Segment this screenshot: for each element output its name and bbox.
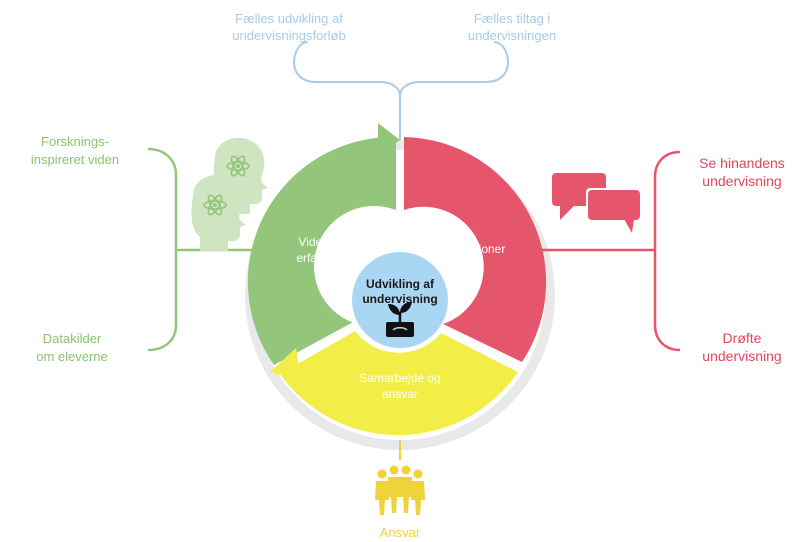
segment-red-label: Refleksioner (439, 242, 506, 256)
top-left-line1: Fælles udvikling af (235, 11, 343, 26)
right-top-line1: Se hinandens (699, 155, 785, 171)
heads-with-atom-icon (191, 137, 268, 251)
plant-sprout-icon (386, 302, 414, 337)
segment-green[interactable] (247, 136, 396, 365)
bottom-label: Ansvar (380, 525, 421, 540)
right-top-line2: undervisning (702, 173, 781, 189)
left-top-line1: Forsknings- (41, 134, 109, 149)
top-bracket (292, 41, 510, 140)
center-title-line1: Udvikling af (366, 277, 435, 291)
top-right-line1: Fælles tiltag i (474, 11, 551, 26)
segment-red[interactable] (404, 137, 547, 362)
right-bracket (530, 150, 681, 352)
center-circle (352, 252, 448, 348)
top-right-line2: undervisningen (468, 28, 556, 43)
segment-yellow-label-line1: Samarbejde og (359, 371, 440, 385)
left-bottom-line2: om eleverne (36, 349, 108, 364)
segment-yellow[interactable] (280, 331, 518, 436)
segment-green-label-line1: Viden og (298, 235, 345, 249)
right-bottom-line2: undervisning (702, 348, 781, 364)
left-bottom-line1: Datakilder (43, 331, 102, 346)
right-bottom-line1: Drøfte (723, 330, 762, 346)
segment-green-label-line2: erfaringer (296, 251, 347, 265)
group-of-people-icon (375, 465, 425, 515)
center-title-line2: undervisning (362, 292, 437, 306)
top-left-line2: undervisningsforløb (232, 28, 345, 43)
arrow-yellow-icon (270, 348, 301, 380)
arrow-green-icon (378, 123, 400, 155)
speech-bubbles-icon (552, 173, 642, 233)
left-top-line2: inspireret viden (31, 152, 119, 167)
segment-yellow-label-line2: ansvar (382, 387, 418, 401)
